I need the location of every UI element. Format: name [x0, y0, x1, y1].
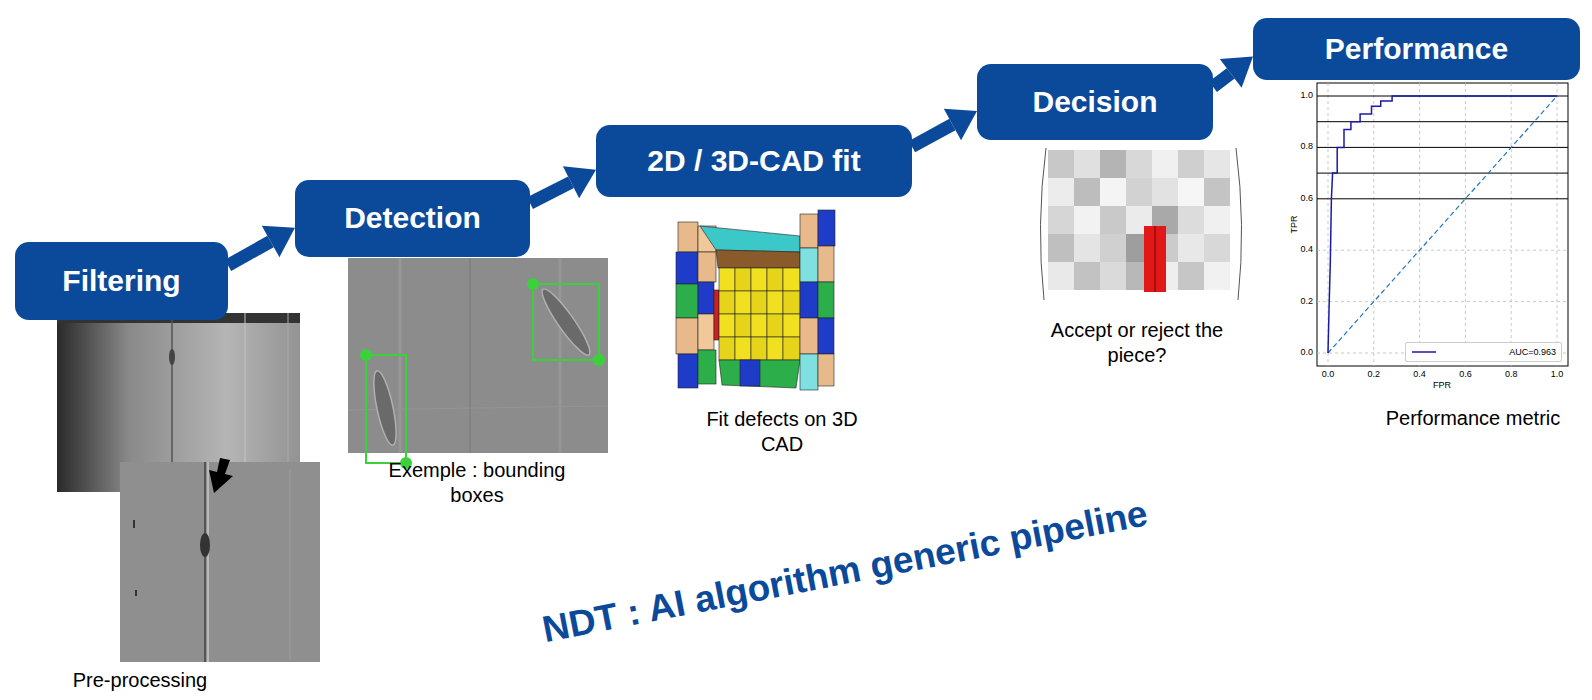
down-arrow	[209, 458, 233, 493]
axis-tick: 0.2	[1289, 296, 1313, 307]
process-box: Detection	[295, 180, 530, 257]
process-box: 2D / 3D-CAD fit	[596, 125, 912, 197]
axis-tick: 1.0	[1289, 90, 1313, 101]
flow-arrow	[228, 226, 295, 266]
axis-tick: 0.4	[1408, 369, 1432, 380]
step-label: 2D / 3D-CAD fit	[647, 144, 860, 179]
step-label: Decision	[1032, 85, 1157, 120]
image-caption: Fit defects on 3D CAD	[692, 407, 872, 457]
axis-tick: 0.0	[1289, 347, 1313, 358]
axis-tick: 0.4	[1289, 244, 1313, 255]
pipeline-title: NDT : AI algorithm generic pipeline	[539, 492, 1152, 653]
step-label: Performance	[1325, 32, 1508, 67]
axis-tick: 1.0	[1545, 369, 1569, 380]
process-box: Performance	[1253, 18, 1580, 80]
axis-tick: 0.8	[1499, 369, 1523, 380]
detection-image	[348, 258, 608, 469]
image-caption: Exemple : bounding boxes	[377, 458, 577, 508]
axis-title: FPR	[1430, 380, 1454, 391]
legend-line-sample	[1411, 347, 1437, 357]
legend-text: AUC=0.963	[1509, 347, 1556, 357]
step-label: Detection	[344, 201, 481, 236]
preprocessed-image	[120, 462, 320, 662]
image-caption: Accept or reject the piece?	[1032, 318, 1242, 368]
cad-model	[676, 210, 835, 390]
flow-arrow	[1213, 56, 1253, 87]
image-caption: Performance metric	[1363, 406, 1583, 431]
axis-tick: 0.0	[1316, 369, 1340, 380]
process-box: Filtering	[15, 242, 228, 320]
axis-tick: 0.2	[1362, 369, 1386, 380]
roc-chart	[1317, 83, 1568, 366]
flow-arrow	[530, 166, 596, 203]
axis-tick: 0.8	[1289, 141, 1313, 152]
axis-title: TPR	[1289, 212, 1300, 236]
chart-legend: AUC=0.963	[1405, 342, 1562, 362]
image-caption: Pre-processing	[60, 668, 220, 693]
axis-tick: 0.6	[1453, 369, 1477, 380]
decision-map	[1030, 148, 1253, 300]
process-box: Decision	[977, 64, 1213, 140]
axis-tick: 0.6	[1289, 193, 1313, 204]
step-label: Filtering	[62, 264, 180, 299]
flow-arrow	[912, 109, 977, 147]
